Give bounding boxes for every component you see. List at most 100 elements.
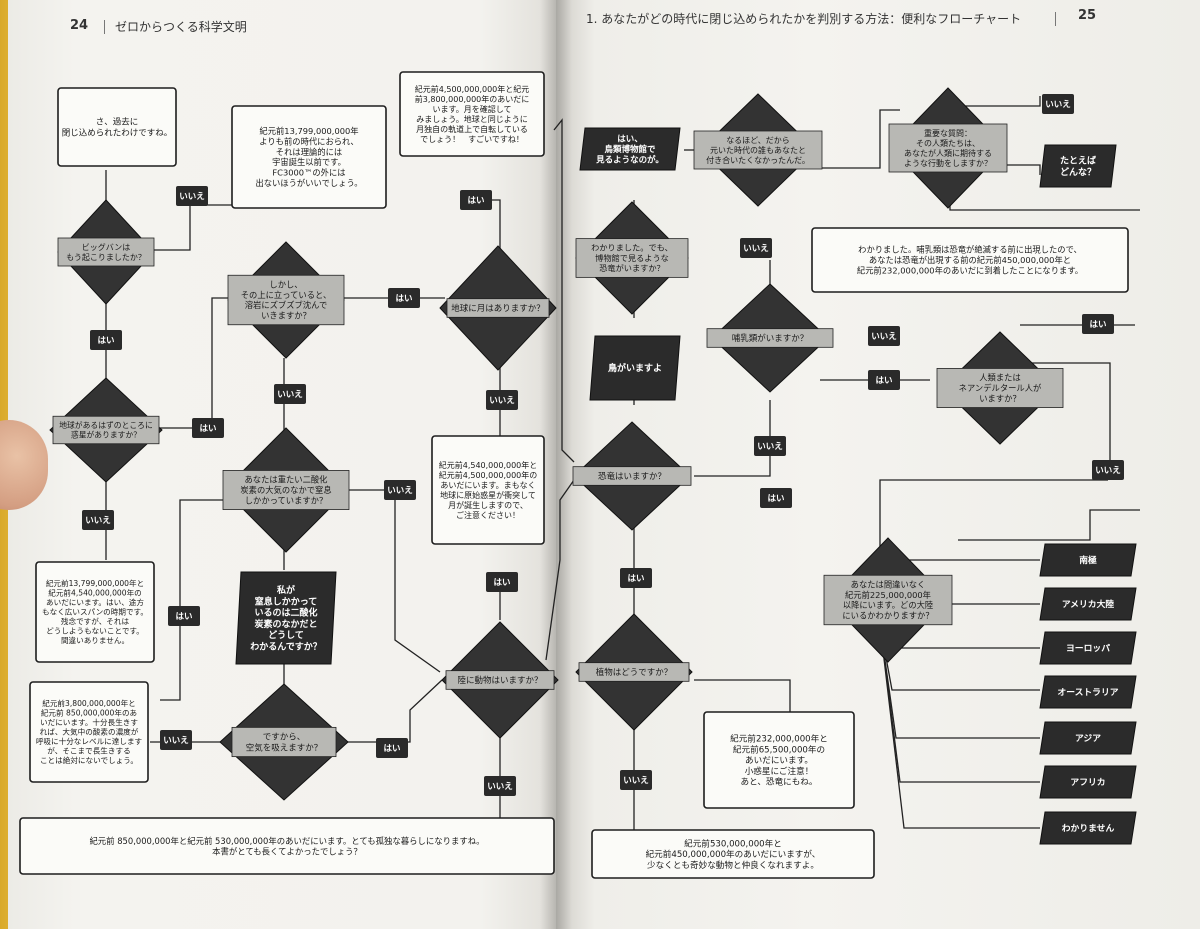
tag-yes: はい xyxy=(168,606,200,626)
answer-tag-text: はい xyxy=(199,424,216,434)
answer-tag-text: いいえ xyxy=(85,516,111,526)
answer-text: あいだにいます。はい、途方 xyxy=(46,597,144,607)
answer-tag-text: はい xyxy=(383,744,400,754)
tag-no: いいえ xyxy=(274,384,306,404)
question-label xyxy=(823,574,953,626)
answer-tag-bg xyxy=(754,436,786,456)
result-mammals-yes: わかりました。哺乳類は恐竜が絶滅する前に出現したので、あなたは恐竜が出現する前の… xyxy=(811,227,1129,293)
dark-answer-text: 窒息しかかって xyxy=(255,595,318,607)
continent-5: アジア xyxy=(1039,721,1137,755)
question-text: 元いた時代の誰もあなたと xyxy=(710,145,806,155)
connector-line xyxy=(694,679,791,712)
tag-no: いいえ xyxy=(484,776,516,796)
answer-text: わかりました。哺乳類は恐竜が絶滅する前に出現したので、 xyxy=(858,245,1082,255)
question-text: 溶岩にズブズブ沈んで xyxy=(245,300,328,310)
answer-tag-bg xyxy=(82,510,114,530)
question-text: 植物はどうですか？ xyxy=(596,667,673,678)
dark-answer-shape xyxy=(1039,675,1137,709)
answer-text: みましょう。地球と同じように xyxy=(416,114,528,124)
decision-dinos: 恐竜はいますか？ xyxy=(572,421,692,531)
tag-yes: はい xyxy=(620,568,652,588)
tag-yes: はい xyxy=(1082,314,1114,334)
answer-tag-bg xyxy=(376,738,408,758)
question-text: にいるかわかりますか？ xyxy=(842,611,933,621)
answer-tag-bg xyxy=(168,606,200,626)
dark-answer-text: アメリカ大陸 xyxy=(1062,598,1115,610)
question-label xyxy=(575,238,689,278)
answer-text: が、そこまで長生きする xyxy=(47,746,130,756)
question-text: 重要な質問： xyxy=(924,128,972,138)
question-text: その人類たちは、 xyxy=(916,138,980,148)
question-label xyxy=(888,123,1008,173)
question-text: 哺乳類がいますか？ xyxy=(732,333,809,344)
answer-tag-bg xyxy=(460,190,492,210)
question-text: あなたが人類に期待する xyxy=(904,148,992,158)
answer-text: 出ないほうがいいでしょう。 xyxy=(255,178,362,188)
question-text: あなたは重たい二酸化 xyxy=(245,475,328,485)
tag-yes: はい xyxy=(388,288,420,308)
answer-text: 宇宙誕生以前です。 xyxy=(272,157,346,167)
answer-tag-bg xyxy=(740,238,772,258)
answer-text: 前3,800,000,000年のあいだに xyxy=(415,94,530,104)
answer-text: 紀元前3,800,000,000年と xyxy=(42,698,136,708)
tag-no: いいえ xyxy=(384,480,416,500)
tag-yes: はい xyxy=(192,418,224,438)
answer-box xyxy=(811,227,1129,293)
answer-box xyxy=(703,711,855,809)
dark-answer-text: わかるんですか？ xyxy=(250,641,322,652)
answer-text: 紀元前13,799,000,000年と xyxy=(46,578,144,588)
answer-box xyxy=(431,435,545,545)
result-lonely: 紀元前 850,000,000年と紀元前 530,000,000年のあいだにいま… xyxy=(19,817,555,875)
answer-tag-text: はい xyxy=(767,494,784,504)
answer-box xyxy=(399,71,545,157)
dark-answer-shape xyxy=(1039,543,1137,577)
dark-answer-text: オーストラリア xyxy=(1057,687,1118,698)
connector-line xyxy=(960,96,1041,107)
question-text: 恐竜がいますか？ xyxy=(599,263,665,273)
answer-tag-bg xyxy=(868,326,900,346)
question-text: ような行動をしますか？ xyxy=(904,158,992,168)
question-text: ビッグバンは xyxy=(82,242,130,252)
answer-tag-text: いいえ xyxy=(387,486,413,496)
dark-answer-text: 南極 xyxy=(1079,554,1097,566)
connector-line xyxy=(1008,362,1111,460)
continent-7: わかりません xyxy=(1039,811,1137,845)
answer-text: 少なくとも奇妙な動物と仲良くなれますよ。 xyxy=(647,859,819,871)
answer-text: それは理論的には xyxy=(276,147,342,157)
answer-tag-text: いいえ xyxy=(871,332,897,342)
result-odd-animals: 紀元前530,000,000年と紀元前450,000,000年のあいだにいますが… xyxy=(591,829,875,879)
answer-tag-text: はい xyxy=(875,376,892,386)
question-text: もう起こりましたか？ xyxy=(66,253,146,262)
answer-tag-text: いいえ xyxy=(743,244,769,254)
question-label xyxy=(231,726,337,758)
answer-text: 紀元前65,500,000年の xyxy=(733,743,825,755)
answer-text: 間違いありません。 xyxy=(61,635,129,645)
answer-tag-text: いいえ xyxy=(179,192,205,202)
connector-line xyxy=(160,297,236,429)
answer-tag-bg xyxy=(1092,460,1124,480)
tag-yes: はい xyxy=(376,738,408,758)
answer-tag-bg xyxy=(90,330,122,350)
question-text: 付き合いたくなかったんだ。 xyxy=(706,155,810,165)
answer-box xyxy=(231,105,387,209)
dark-answer-shape xyxy=(235,571,337,665)
question-label xyxy=(446,298,550,318)
question-text: しかかっていますか？ xyxy=(245,495,328,505)
answer-tag-text: はい xyxy=(627,574,644,584)
answer-text: 紀元前530,000,000年と xyxy=(684,837,782,849)
answer-tag-bg xyxy=(384,480,416,500)
question-text: 惑星がありますか？ xyxy=(71,430,141,440)
answer-text: 紀元前13,799,000,000年 xyxy=(259,126,358,136)
answer-tag-bg xyxy=(760,488,792,508)
question-text: 地球に月はありますか？ xyxy=(451,303,545,314)
answer-text: あなたは恐竜が出現する前の紀元前450,000,000年と xyxy=(869,255,1071,265)
right-page-title: 1. あなたがどの時代に閉じ込められたかを判別する方法：便利なフローチャート xyxy=(586,12,1022,26)
answer-text: よりも前の時代におられ、 xyxy=(259,136,358,146)
tag-no: いいえ xyxy=(82,510,114,530)
